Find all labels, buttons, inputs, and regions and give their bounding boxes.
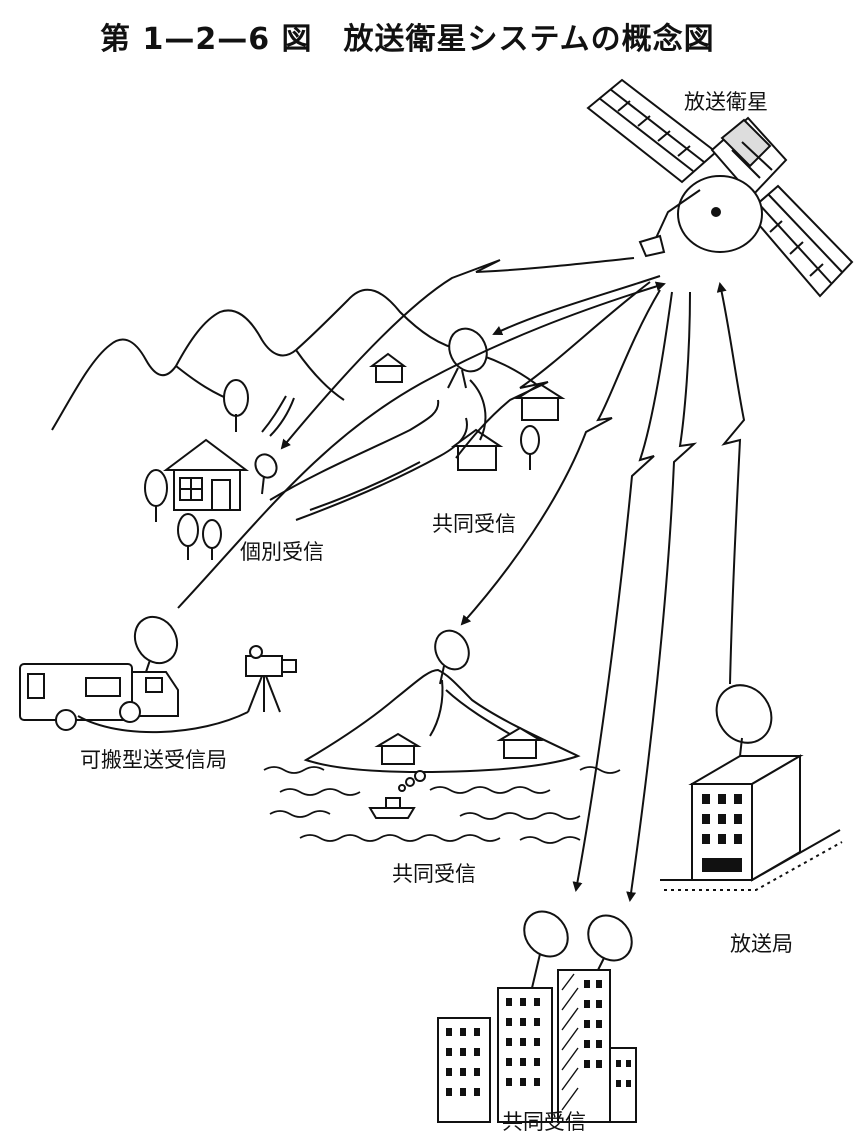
label-community-reception-city: 共同受信: [502, 1110, 586, 1134]
signal-arrows: [177, 257, 746, 902]
van-dish: [133, 615, 179, 673]
city-dishes: [523, 910, 633, 989]
station-dish: [715, 684, 773, 757]
island-houses: [374, 726, 544, 765]
valley-dish: [447, 327, 488, 389]
arrow-downlink-valley: [492, 275, 661, 336]
sea-waves: [263, 766, 621, 844]
solar-panel-right: [746, 184, 854, 298]
label-community-reception-island: 共同受信: [392, 862, 476, 886]
label-community-reception-valley: 共同受信: [432, 512, 516, 536]
figure-title: 第 1—2—6 図 放送衛星システムの概念図: [100, 22, 715, 57]
tv-camera: [77, 645, 297, 734]
broadcast-building: [660, 754, 843, 891]
city-buildings: [437, 969, 637, 1123]
satellite-body: [710, 116, 788, 198]
arrow-downlink-island: [460, 289, 661, 626]
river: [261, 395, 468, 521]
arrow-downlink-city-1: [572, 291, 673, 892]
boat: [368, 770, 426, 819]
arrow-uplink-station: [716, 282, 746, 685]
arrow-downlink-city-2: [626, 291, 698, 902]
trees-left: [144, 379, 249, 560]
home-dish: [254, 453, 278, 495]
arrow-downlink-houses: [455, 281, 651, 459]
island: [303, 668, 581, 774]
arrow-uplink-portable: [177, 281, 666, 609]
label-broadcast-station: 放送局: [730, 932, 793, 956]
label-individual-reception: 個別受信: [240, 540, 324, 564]
valley-houses: [369, 352, 566, 471]
satellite-illustration: [586, 78, 854, 298]
label-satellite: 放送衛星: [684, 90, 768, 114]
house-individual: [163, 438, 249, 511]
arrow-downlink-individual: [280, 257, 635, 450]
island-dish: [434, 629, 470, 685]
label-portable-station: 可搬型送受信局: [80, 748, 227, 772]
portable-van: [19, 663, 179, 731]
